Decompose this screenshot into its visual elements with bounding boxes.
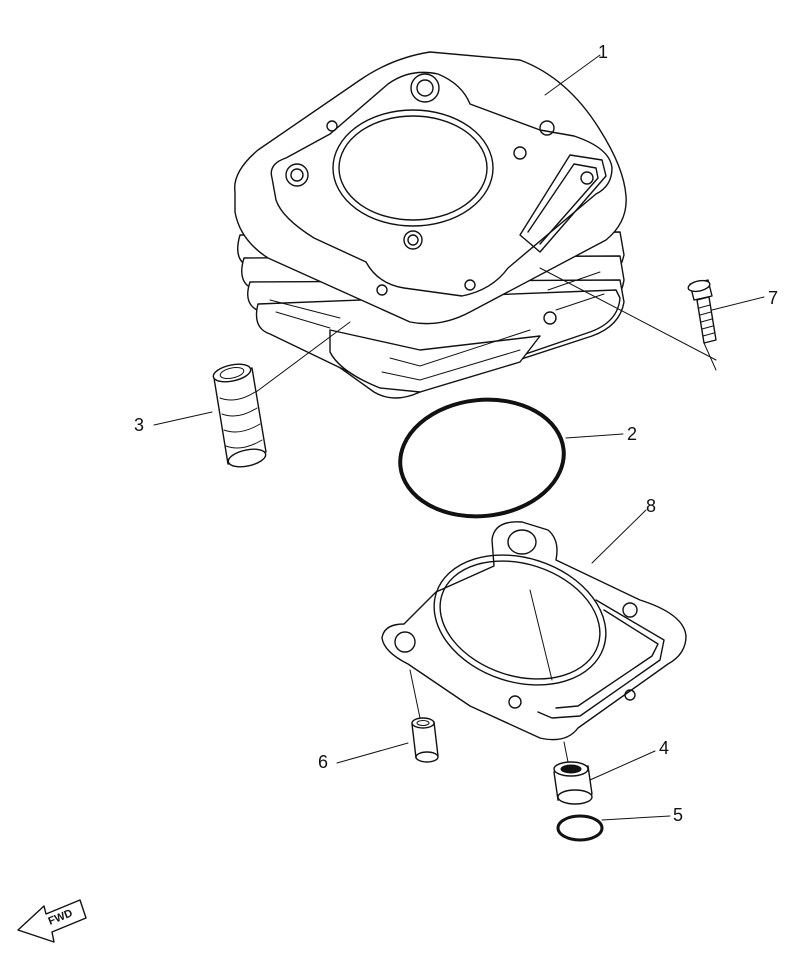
callout-7: 7 xyxy=(768,288,778,308)
callout-2: 2 xyxy=(627,424,637,444)
small-o-ring-part xyxy=(556,814,604,842)
cylinder-o-ring-part xyxy=(398,397,566,519)
callout-8: 8 xyxy=(646,496,656,516)
dowel-pin-small-part xyxy=(411,717,439,763)
callout-6: 6 xyxy=(318,752,328,772)
bolt-part xyxy=(687,279,717,344)
assembly-lines xyxy=(255,267,717,763)
cylinder-part xyxy=(234,51,627,399)
forward-direction-arrow: FWD xyxy=(17,899,87,943)
callout-4: 4 xyxy=(659,738,669,758)
dowel-pin-long-part xyxy=(212,363,267,468)
callout-1: 1 xyxy=(598,42,608,62)
leader-lines xyxy=(153,54,765,821)
collar-part xyxy=(553,761,593,805)
base-gasket-part xyxy=(381,521,687,741)
callout-3: 3 xyxy=(134,415,144,435)
callout-5: 5 xyxy=(673,805,683,825)
